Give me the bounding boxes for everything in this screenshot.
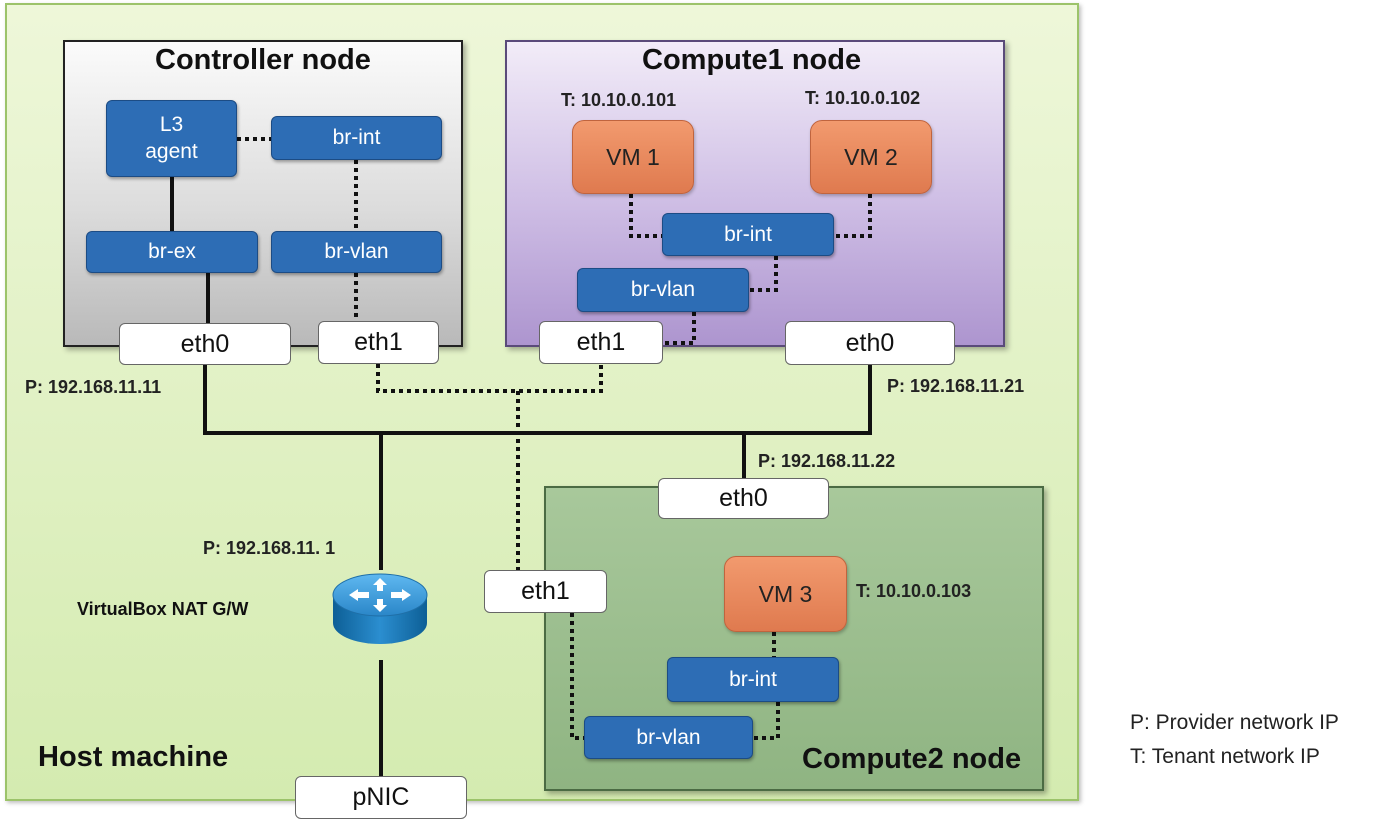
l3-agent-label-line2: agent	[145, 139, 198, 163]
controller-eth0-ip: P: 192.168.11.11	[25, 377, 162, 397]
compute1-eth1: eth1	[539, 321, 663, 364]
router-icon	[331, 568, 429, 650]
vm2: VM 2	[810, 120, 932, 194]
tenant-network-bus	[376, 364, 603, 393]
c2-eth1-to-brvlan-link	[570, 613, 584, 740]
provider-network-bus	[203, 365, 872, 435]
compute1-br-vlan: br-vlan	[577, 268, 749, 312]
c1-brvlan-to-eth1-link	[664, 312, 696, 345]
vm1: VM 1	[572, 120, 694, 194]
vm1-tenant-ip: T: 10.10.0.101	[561, 90, 677, 110]
legend-provider: P: Provider network IP	[1130, 711, 1339, 734]
vm1-to-brint-link	[629, 194, 662, 238]
compute2-eth0-ip: P: 192.168.11.22	[758, 451, 896, 471]
compute1-eth0: eth0	[785, 321, 955, 365]
controller-eth1: eth1	[318, 321, 439, 364]
controller-node-panel	[63, 40, 463, 347]
vm3-tenant-ip: T: 10.10.0.103	[856, 581, 972, 601]
compute2-eth1: eth1	[484, 570, 607, 613]
compute1-eth0-ip: P: 192.168.11.21	[887, 376, 1025, 396]
controller-br-int: br-int	[271, 116, 442, 160]
vm2-to-brint-link	[834, 194, 872, 238]
compute2-br-int: br-int	[667, 657, 839, 702]
c2-brint-to-brvlan-link	[753, 702, 780, 740]
controller-node-title: Controller node	[155, 44, 371, 76]
host-machine-title: Host machine	[38, 741, 229, 773]
compute2-br-vlan: br-vlan	[584, 716, 753, 759]
l3-agent-label-line1: L3	[159, 113, 184, 137]
c1-brint-to-brvlan-link	[749, 256, 778, 292]
controller-eth0: eth0	[119, 323, 291, 365]
l3-agent: L3 agent	[106, 100, 237, 177]
vm3: VM 3	[724, 556, 847, 632]
compute2-node-title: Compute2 node	[802, 743, 1022, 775]
compute2-eth0: eth0	[658, 478, 829, 519]
pnic: pNIC	[295, 776, 467, 819]
gateway-ip: P: 192.168.11. 1	[203, 538, 336, 558]
controller-br-ex: br-ex	[86, 231, 258, 273]
controller-br-vlan: br-vlan	[271, 231, 442, 273]
compute1-node-title: Compute1 node	[642, 44, 862, 76]
legend-tenant: T: Tenant network IP	[1130, 745, 1320, 768]
compute1-br-int: br-int	[662, 213, 834, 256]
vm2-tenant-ip: T: 10.10.0.102	[805, 88, 921, 108]
gateway-label: VirtualBox NAT G/W	[77, 599, 249, 619]
